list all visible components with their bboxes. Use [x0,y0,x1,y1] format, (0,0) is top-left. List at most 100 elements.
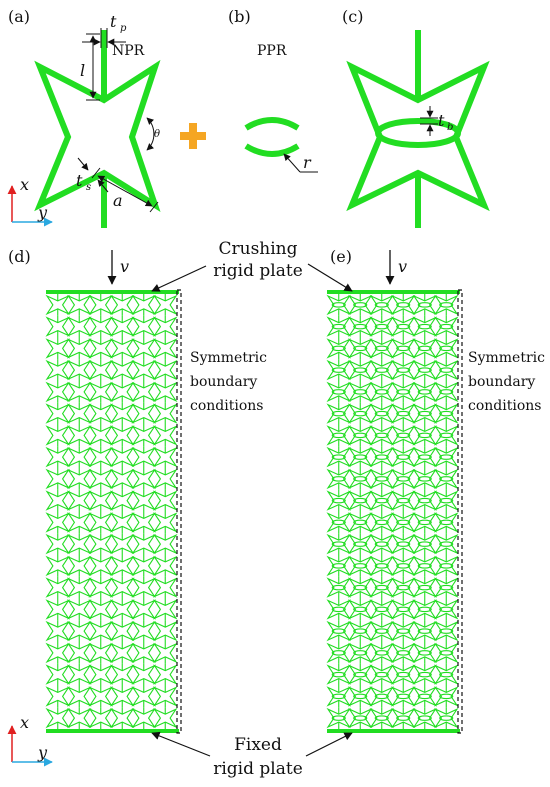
lattice-cell [88,707,114,729]
lattice-cell [88,620,114,642]
lattice-ellipse [417,476,432,482]
lattice-ellipse [396,715,411,721]
lattice-ellipse [353,693,368,700]
lattice-ellipse [374,650,389,656]
lattice-cell [390,664,416,685]
lattice-cell [66,664,92,685]
lattice-cell [326,664,352,685]
lattice-ellipse [417,584,432,591]
lattice-ellipse [396,693,411,700]
lattice-ellipse [331,432,346,439]
lattice-ellipse [374,323,389,330]
d-sym-line-3: conditions [190,398,263,414]
lattice-cell [369,533,395,555]
lattice-cell [109,620,135,642]
tb-label: t [438,111,445,130]
lattice-ellipse [439,715,454,721]
lattice-ellipse [353,476,368,482]
lattice-ellipse [417,650,432,656]
lattice-cell [152,359,178,381]
lattice-cell [433,403,459,424]
lattice-cell [66,707,92,729]
lattice-cell [109,533,135,555]
lattice-ellipse [417,345,432,352]
lattice-ellipse [417,715,432,721]
lattice-ellipse [353,389,368,395]
lattice-cell [152,577,178,598]
crushing-annotation: Crushing rigid plate [151,239,353,292]
lattice-cell [347,664,373,685]
lattice-ellipse [374,410,389,417]
lattice-ellipse [353,454,368,460]
lattice-ellipse [439,302,454,308]
lattice-ellipse [396,628,411,634]
lattice-cell [152,533,178,555]
lattice-cell [326,490,352,511]
lattice-ellipse [417,454,432,460]
lattice-cell [412,316,438,337]
panel-c-tag: (c) [342,7,363,26]
lattice-ellipse [439,693,454,700]
lattice-cell [433,316,459,337]
e-sym-line-2: boundary [468,374,535,390]
lattice-cell [369,707,395,729]
lattice-cell [326,359,352,381]
d-fixed-plate [46,729,179,733]
lattice-cell [347,620,373,642]
lattice-cell [109,403,135,424]
tb-dimension [420,106,438,136]
lattice-cell [347,446,373,468]
lattice-ellipse [353,302,368,308]
lattice-cell [390,446,416,468]
axes-top: x y [7,175,53,227]
crushing-arrow-left [151,265,207,292]
lattice-cell [326,316,352,337]
lattice-cell [433,620,459,642]
lattice-cell [369,403,395,424]
lattice-ellipse [417,497,432,504]
lattice-ellipse [331,497,346,504]
d-sym-line-2: boundary [190,374,257,390]
e-fixed-plate [327,729,460,733]
lattice-ellipse [417,628,432,634]
lattice-cell [88,446,114,468]
fixed-line-2: rigid plate [213,759,303,779]
lattice-cell [45,533,71,555]
lattice-ellipse [331,584,346,591]
e-sym-line-1: Symmetric [468,350,545,366]
lattice-ellipse [374,519,389,526]
lattice-ellipse [331,519,346,526]
lattice-cell [369,620,395,642]
npr-lattice [45,294,178,729]
lattice-cell [66,577,92,598]
lattice-cell [412,577,438,598]
lattice-cell [369,664,395,685]
lattice-ellipse [439,519,454,526]
lattice-ellipse [353,628,368,634]
axes-bottom: x y [7,713,53,767]
lattice-cell [131,707,157,729]
lattice-cell [152,664,178,685]
tp-label: t [110,12,117,31]
lattice-cell [45,446,71,468]
lattice-ellipse [396,476,411,482]
lattice-cell [88,533,114,555]
lattice-ellipse [353,323,368,330]
lattice-ellipse [417,693,432,700]
panel-a-title: NPR [112,43,145,59]
lattice-ellipse [396,584,411,591]
d-symmetric-boundary [176,289,182,734]
lattice-cell [347,490,373,511]
lattice-ellipse [353,367,368,373]
lattice-ellipse [331,693,346,700]
lattice-ellipse [353,519,368,526]
lattice-ellipse [374,606,389,613]
lattice-ellipse [331,367,346,373]
fixed-annotation: Fixed rigid plate [151,731,353,779]
lattice-ellipse [439,541,454,547]
lattice-cell [369,446,395,468]
panel-e: (e) v Symmetric boundary conditions [326,247,545,734]
panel-a: (a) NPR t p l θ t s [7,7,161,228]
lattice-cell [326,620,352,642]
lattice-ellipse [396,302,411,308]
